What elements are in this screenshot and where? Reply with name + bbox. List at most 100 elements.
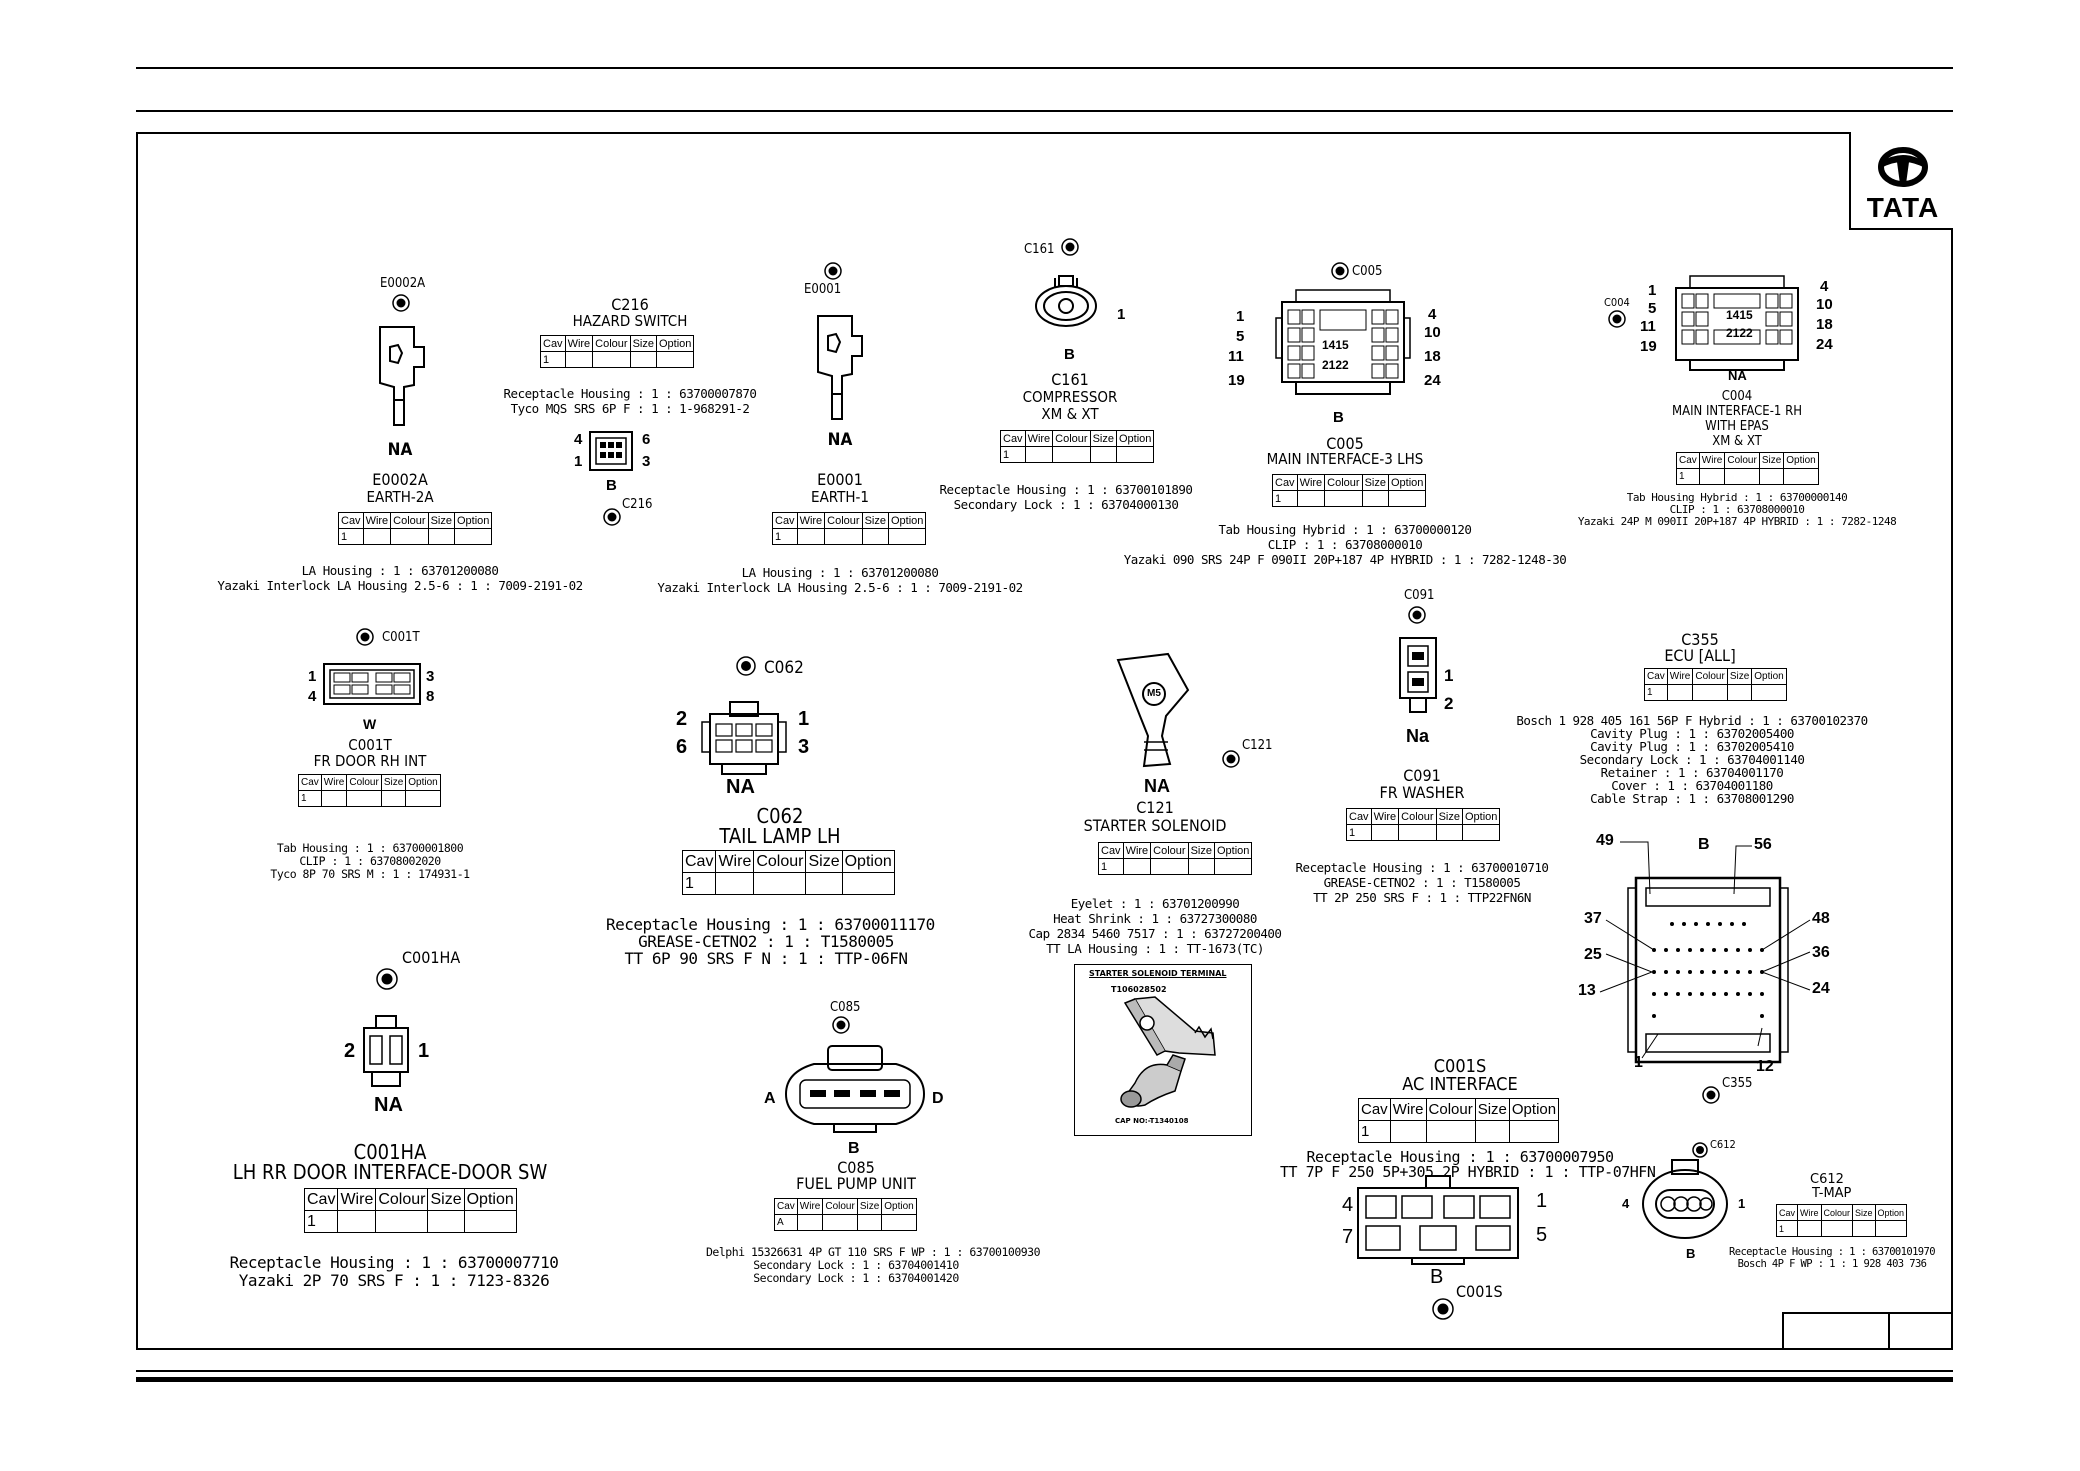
th-wire: Wire xyxy=(1389,1098,1427,1121)
th-wire: Wire xyxy=(715,850,755,873)
logo-text: TATA xyxy=(1866,192,1940,223)
part-line: TT 6P 90 SRS F N : 1 : TTP-06FN xyxy=(624,949,908,968)
connector-face-icon xyxy=(1035,275,1097,327)
pin-label: 13 xyxy=(1578,982,1596,999)
pin-label: 4 xyxy=(1820,278,1829,295)
connector-c005[interactable]: C005 1415 2122 1 5 11 19 4 10 18 24 B C0… xyxy=(1100,258,1590,568)
part-line: Receptacle Housing : 1 : 63700007870 xyxy=(503,386,757,401)
part-list: Receptacle Housing : 1 : 63700101890 Sec… xyxy=(916,482,1216,512)
variant-label: B xyxy=(606,477,617,494)
connector-name: ECU [ALL] xyxy=(1664,646,1736,665)
marker-label: C216 xyxy=(622,497,653,512)
variant-label: NA xyxy=(827,430,853,450)
connector-id: E0001 xyxy=(817,470,863,489)
th-size: Size xyxy=(380,774,407,791)
part-list: Eyelet : 1 : 63701200990 Heat Shrink : 1… xyxy=(990,896,1320,956)
th-colour: Colour xyxy=(1724,452,1760,469)
connector-name: LH RR DOOR INTERFACE-DOOR SW xyxy=(232,1160,548,1184)
connector-id: C001HA xyxy=(353,1140,427,1164)
part-line: Cable Strap : 1 : 63708001290 xyxy=(1590,791,1794,806)
th-wire: Wire xyxy=(1370,808,1400,825)
pin-label: 24 xyxy=(1424,372,1441,389)
part-line: Yazaki Interlock LA Housing 2.5-6 : 1 : … xyxy=(217,578,583,593)
th-colour: Colour xyxy=(1324,474,1363,491)
connector-id: C001T xyxy=(348,736,392,754)
pin-label: A xyxy=(764,1090,776,1107)
marker-label: C161 xyxy=(1024,242,1055,257)
connector-option: XM & XT xyxy=(1712,434,1762,449)
th-option: Option xyxy=(463,1188,517,1211)
connector-name-2: WITH EPAS xyxy=(1705,419,1769,434)
part-line: CLIP : 1 : 63708002020 xyxy=(299,854,441,868)
connector-name: T-MAP xyxy=(1812,1186,1852,1201)
th-wire: Wire xyxy=(362,512,392,529)
th-size: Size xyxy=(1474,1098,1510,1121)
marker-icon xyxy=(832,1016,850,1034)
th-size: Size xyxy=(1852,1204,1876,1221)
marker-label: C091 xyxy=(1404,588,1435,603)
inner-pins-top: 1415 xyxy=(1726,308,1753,322)
th-cav: Cav xyxy=(772,512,798,529)
th-wire: Wire xyxy=(320,774,348,791)
part-line: Retainer : 1 : 63704001170 xyxy=(1600,765,1784,780)
th-size: Size xyxy=(1435,808,1463,825)
connector-c001t[interactable]: C001T 1 3 4 8 W C001T FR DOOR RH INT Cav… xyxy=(230,624,510,894)
part-line: Receptacle Housing : 1 : 63700101890 xyxy=(939,482,1193,497)
cav-value: 1 xyxy=(1358,1120,1391,1143)
part-line: CLIP : 1 : 63708000010 xyxy=(1669,503,1805,516)
marker-icon xyxy=(1061,238,1079,256)
connector-id: C001S xyxy=(1433,1056,1487,1077)
part-list: LA Housing : 1 : 63701200080 Yazaki Inte… xyxy=(190,563,610,593)
th-size: Size xyxy=(427,512,455,529)
variant-label: B xyxy=(1064,346,1075,363)
connector-id: C355 xyxy=(1681,630,1719,649)
marker-label: C005 xyxy=(1352,264,1383,279)
variant-label: B xyxy=(1686,1246,1696,1261)
pin-label: 3 xyxy=(642,453,651,470)
th-colour: Colour xyxy=(390,512,429,529)
marker-icon xyxy=(1702,1086,1720,1104)
connector-name: EARTH-2A xyxy=(366,488,434,506)
part-line: Yazaki 24P M 090II 20P+187 4P HYBRID : 1… xyxy=(1577,515,1897,528)
header-rule xyxy=(136,110,1953,112)
th-cav: Cav xyxy=(303,1188,339,1211)
variant-label: B xyxy=(1333,409,1344,426)
marker-icon xyxy=(1432,1298,1454,1320)
connector-c004[interactable]: C004 1415 2122 1 5 11 19 4 10 18 24 NA C… xyxy=(1570,268,1940,538)
th-wire: Wire xyxy=(564,335,594,352)
marker-icon xyxy=(824,262,842,280)
pin-label: 5 xyxy=(1236,328,1245,345)
connector-name: HAZARD SWITCH xyxy=(572,312,688,330)
part-list: Receptacle Housing : 1 : 63700007870 Tyc… xyxy=(480,386,780,416)
variant-label: B xyxy=(1698,836,1710,853)
pin-label: 2 xyxy=(344,1040,356,1062)
connector-c001ha[interactable]: C001HA 2 1 NA C001HA LH RR DOOR INTERFAC… xyxy=(220,944,560,1294)
marker-label: C001S xyxy=(1456,1282,1503,1301)
th-option: Option xyxy=(1213,842,1253,859)
connector-name: MAIN INTERFACE-1 RH xyxy=(1671,404,1802,419)
marker-icon xyxy=(1331,262,1349,280)
pin-label: 24 xyxy=(1816,336,1833,353)
th-option: Option xyxy=(1783,452,1819,469)
connector-face-icon xyxy=(363,1015,409,1087)
part-list: Tab Housing Hybrid : 1 : 63700000120 CLI… xyxy=(1100,522,1590,567)
th-cav: Cav xyxy=(1775,1204,1799,1221)
part-line: Receptacle Housing : 1 : 63700007950 xyxy=(1306,1148,1614,1166)
part-list: Tab Housing : 1 : 63700001800 CLIP : 1 :… xyxy=(230,842,510,881)
